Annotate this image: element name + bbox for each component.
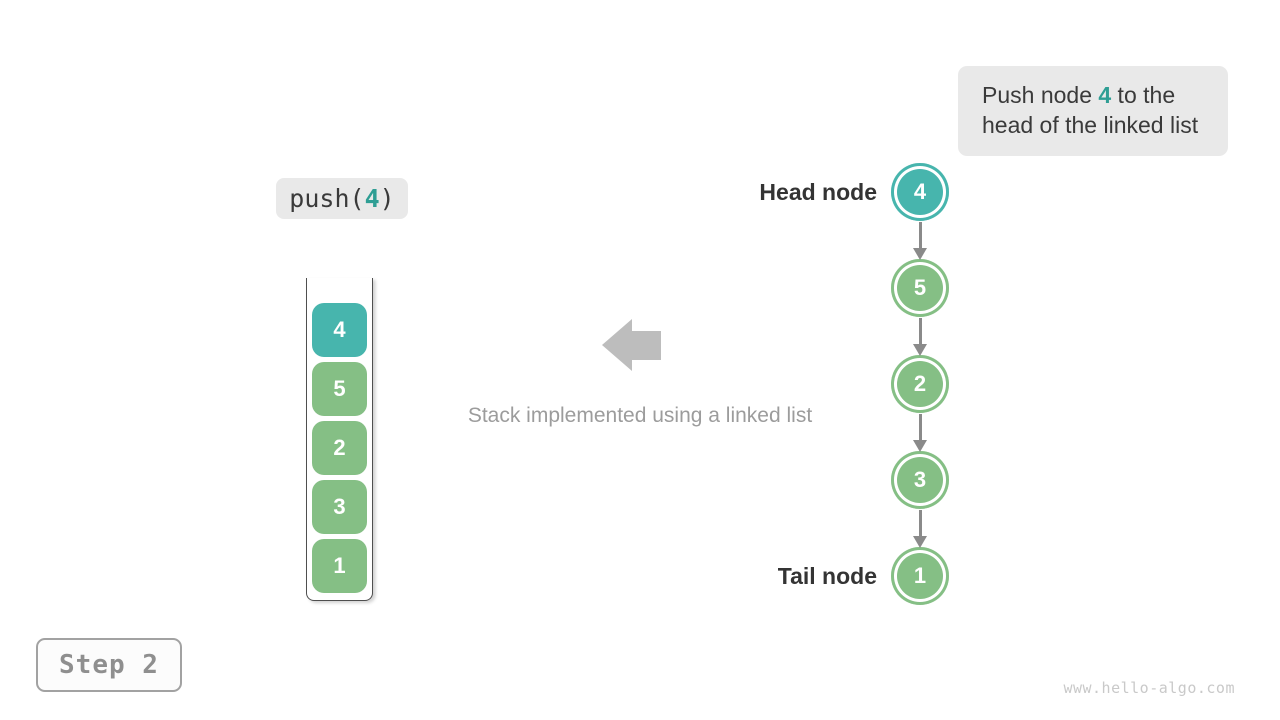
node-circle: 1: [891, 547, 949, 605]
stack-item: 1: [312, 539, 367, 593]
arrow-shaft: [918, 510, 922, 536]
head-node-label: Head node: [759, 179, 877, 205]
arrow-head: [913, 440, 927, 452]
arrow-shaft: [918, 222, 922, 248]
note-text-line2: head of the linked list: [982, 112, 1199, 138]
node-circle: 3: [891, 451, 949, 509]
stack-container: 4 5 2 3 1: [306, 278, 373, 601]
left-block-arrow-bar: [631, 331, 661, 360]
arrow-head: [913, 344, 927, 356]
stack-item: 4: [312, 303, 367, 357]
note-text-line1-pre: Push node: [982, 82, 1099, 108]
code-pre: push(: [289, 184, 365, 213]
node-circle: 5: [891, 259, 949, 317]
node-arrow-icon: [906, 510, 934, 548]
node-arrow-icon: [906, 318, 934, 356]
note-highlight-value: 4: [1098, 82, 1112, 108]
site-watermark: www.hello-algo.com: [1063, 679, 1235, 697]
arrow-head: [913, 248, 927, 260]
node-circle: 2: [891, 355, 949, 413]
arrow-head: [913, 536, 927, 548]
step-badge: Step 2: [36, 638, 182, 692]
caption-text: Stack implemented using a linked list: [467, 404, 813, 427]
stack-item: 2: [312, 421, 367, 475]
note-text-line1-post: to the: [1111, 82, 1176, 108]
code-post: ): [379, 184, 395, 213]
stack-item: 5: [312, 362, 367, 416]
note-bubble: Push node 4 to the head of the linked lis…: [958, 66, 1228, 156]
push-code-chip: push(4): [276, 178, 408, 219]
left-block-arrow-icon: [602, 319, 632, 371]
stack-item: 3: [312, 480, 367, 534]
arrow-shaft: [918, 414, 922, 440]
node-arrow-icon: [906, 222, 934, 260]
arrow-shaft: [918, 318, 922, 344]
tail-node-label: Tail node: [777, 563, 877, 589]
code-arg-value: 4: [364, 184, 380, 213]
node-circle: 4: [891, 163, 949, 221]
node-arrow-icon: [906, 414, 934, 452]
